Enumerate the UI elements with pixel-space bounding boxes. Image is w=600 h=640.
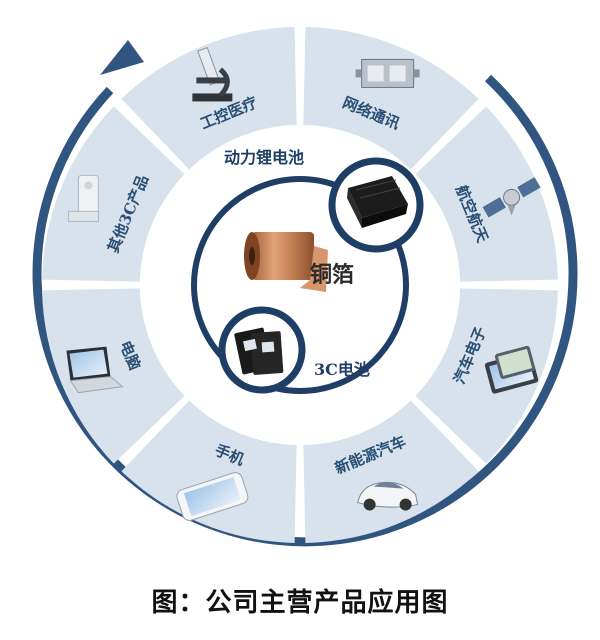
segment-7 [42,106,185,282]
consumer-battery-node [218,306,306,394]
power-battery-label: 动力锂电池 [224,148,304,167]
laptop-icon [66,346,124,394]
car-navigation-screen-icon [484,345,539,394]
battery-link-ring [191,176,409,394]
microscope-icon [192,46,233,102]
segment-2 [415,106,558,282]
inner-disc [140,125,460,445]
power-battery-node [328,157,424,253]
application-diagram: 网络通讯航空航天汽车电子新能源汽车手机电脑其他3C产品工控医疗 [32,27,578,547]
figure-caption: 图：公司主营产品应用图 [151,588,449,618]
power-battery-pack-icon [347,176,408,228]
segment-1 [303,27,479,170]
cycle-arrowhead-icon [100,40,144,75]
network-filter-module-icon [355,58,420,88]
3c-battery-cells-icon [234,327,284,375]
segment-5 [121,400,297,543]
electric-car-icon [357,481,419,511]
security-camera-icon [67,174,99,222]
segment-3 [415,288,558,464]
satellite-icon [482,177,541,218]
segment-6 [42,288,185,464]
copper-foil-label: 铜箔 [310,262,354,288]
segment-4 [303,400,479,543]
3c-battery-label: 3C电池 [314,360,370,379]
copper-foil-roll-icon [244,232,328,292]
smartphone-icon [176,472,249,521]
